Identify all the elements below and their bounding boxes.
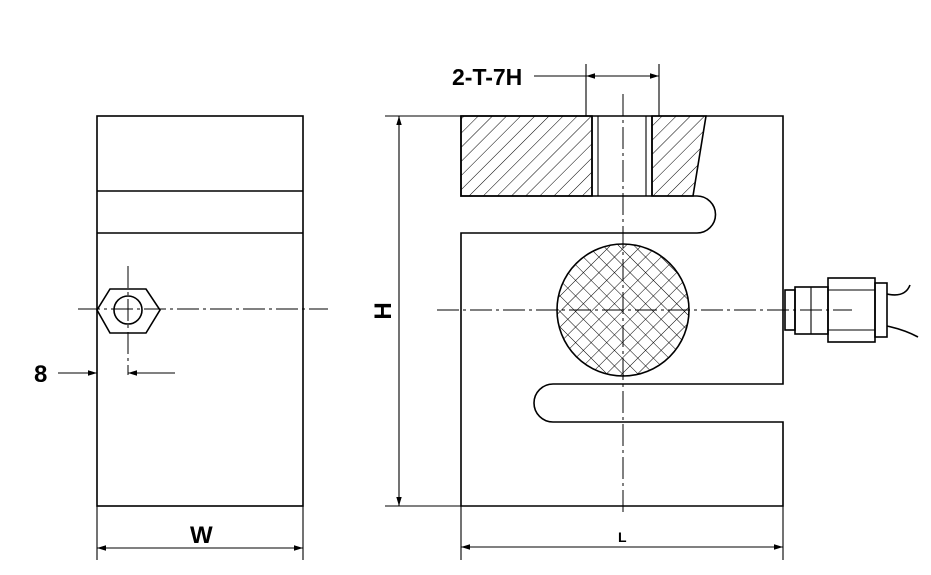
length-label: L: [618, 529, 627, 545]
height-label: H: [370, 302, 397, 319]
side-view: 8 W: [34, 115, 328, 560]
width-label: W: [190, 522, 213, 549]
top-block-hatch-left: [460, 115, 593, 197]
thread-spec-label: 2-T-7H: [452, 64, 522, 90]
front-view: H L 2-T-7H: [370, 64, 919, 560]
hex-offset-label: 8: [34, 361, 47, 388]
top-block-hatch-right: [651, 115, 707, 197]
cable-connector-icon: [784, 277, 919, 343]
hex-fitting-icon: [96, 288, 161, 334]
